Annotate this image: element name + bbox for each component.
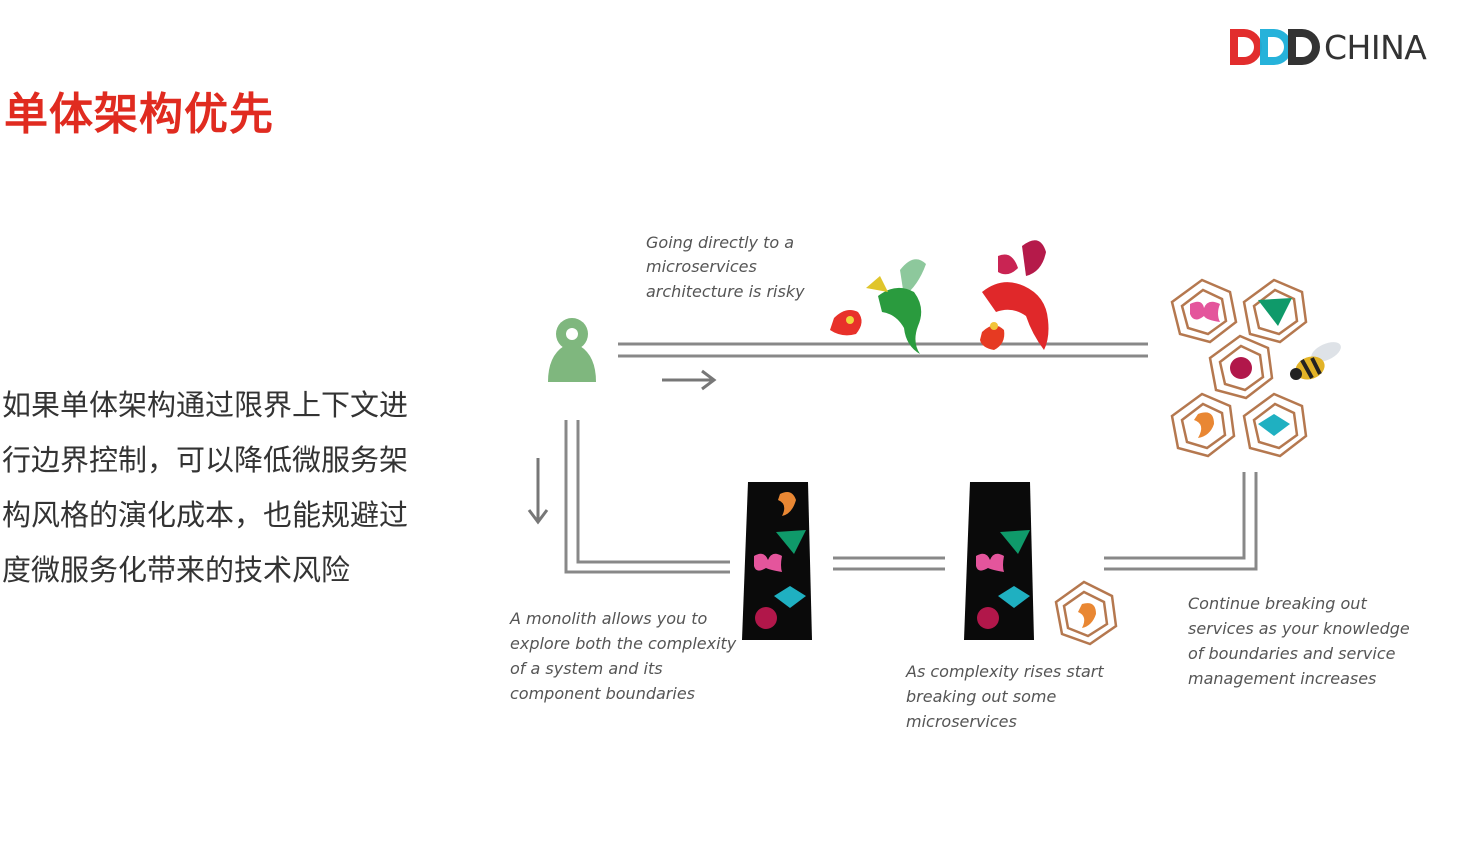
body-line: 构风格的演化成本，也能规避过: [2, 498, 409, 532]
top-track: [618, 342, 1148, 358]
caption-line: breaking out some: [906, 687, 1056, 706]
arrow-down-icon: [527, 458, 549, 525]
hexagon-service-icon: [1054, 580, 1118, 646]
monolith-icon: [742, 482, 812, 640]
ddd-letters-icon: [1230, 29, 1320, 65]
bee-icon: [1290, 342, 1341, 380]
monolith-track: [564, 420, 1258, 574]
person-icon: [548, 318, 596, 382]
caption-line: component boundaries: [510, 684, 695, 703]
caption-line: services as your knowledge: [1188, 619, 1410, 638]
body-line: 行边界控制，可以降低微服务架: [2, 443, 409, 477]
logo-letter-d-dark: [1288, 29, 1320, 65]
logo-letter-d-blue: [1260, 29, 1292, 65]
caption-continue: Continue breaking out services as your k…: [1188, 594, 1415, 688]
caption-line: explore both the complexity: [510, 634, 737, 653]
caption-line: management increases: [1188, 669, 1376, 688]
caption-line: of boundaries and service: [1188, 644, 1396, 663]
hexagon-service-icon: [1208, 334, 1274, 400]
body-paragraph: 如果单体架构通过限界上下文进 行边界控制，可以降低微服务架 构风格的演化成本，也…: [2, 378, 442, 598]
caption-risky: Going directly to a microservices archit…: [646, 233, 805, 301]
arrow-right-icon: [662, 369, 717, 391]
hexagon-cluster: [1170, 278, 1308, 458]
hexagon-service-icon: [1242, 392, 1308, 458]
monolith-icon: [964, 482, 1034, 640]
caption-line: architecture is risky: [646, 282, 805, 301]
caption-complexity: As complexity rises start breaking out s…: [905, 662, 1109, 731]
caption-line: of a system and its: [510, 659, 663, 678]
caption-line: Going directly to a: [646, 233, 794, 252]
caption-monolith: A monolith allows you to explore both th…: [509, 609, 741, 703]
dragon-icon: [830, 259, 926, 354]
caption-line: Continue breaking out: [1188, 594, 1367, 613]
logo-text: CHINA: [1324, 27, 1427, 67]
page-title: 单体架构优先: [4, 89, 274, 140]
caption-line: microservices: [646, 257, 757, 276]
body-line: 如果单体架构通过限界上下文进: [2, 388, 409, 422]
caption-line: A monolith allows you to: [509, 609, 707, 628]
dragon-icon: [980, 240, 1049, 350]
body-line: 度微服务化带来的技术风险: [2, 553, 351, 587]
caption-line: microservices: [906, 712, 1017, 731]
ddd-china-logo: CHINA: [1228, 24, 1427, 70]
hexagon-service-icon: [1242, 278, 1308, 344]
hexagon-service-icon: [1170, 278, 1238, 344]
hexagon-service-icon: [1170, 392, 1236, 458]
caption-line: As complexity rises start: [905, 662, 1104, 681]
logo-letter-d-red: [1230, 29, 1262, 65]
